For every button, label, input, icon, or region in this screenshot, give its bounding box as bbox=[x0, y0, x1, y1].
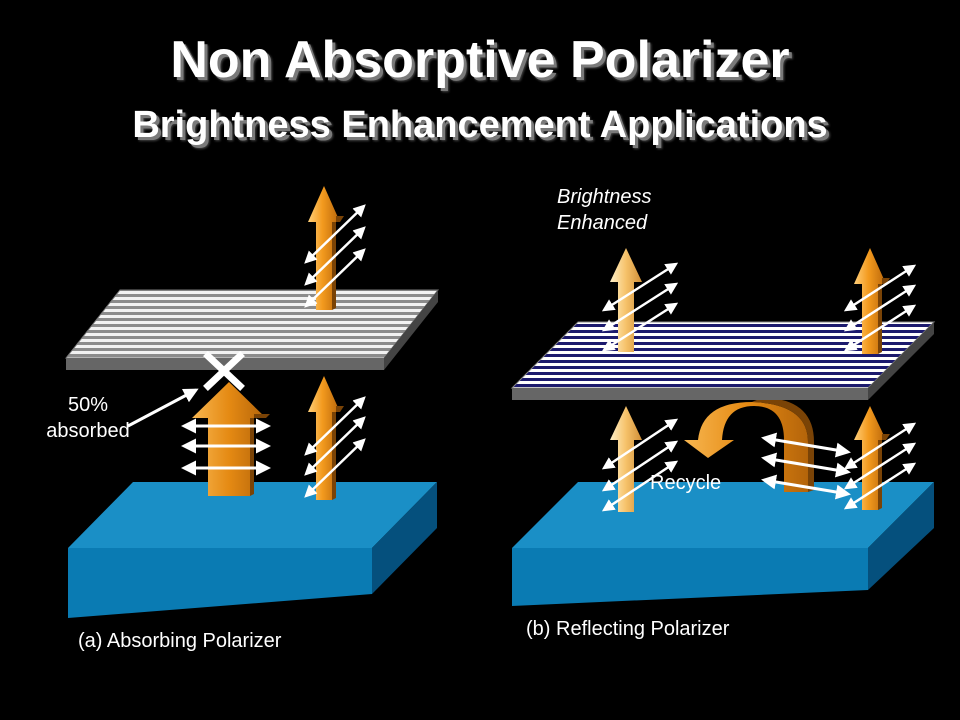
blocked-x-icon bbox=[203, 351, 245, 391]
absorbed-light-arrow bbox=[192, 382, 270, 496]
recycle-label: Recycle bbox=[650, 472, 722, 494]
caption-reflecting-polarizer: (b) Reflecting Polarizer bbox=[526, 618, 730, 640]
slide-title: Non Absorptive Polarizer bbox=[170, 31, 790, 89]
diagonal-polarization-arrows-b-upper-right bbox=[843, 264, 917, 352]
diagonal-polarization-arrows-b-upper-left bbox=[601, 262, 679, 352]
horizontal-polarization-arrows-a bbox=[181, 418, 271, 476]
diagonal-polarization-arrows-a-lower bbox=[304, 396, 366, 498]
brightness-enhanced-label: Brightness Enhanced bbox=[557, 184, 652, 236]
slide-subtitle: Brightness Enhancement Applications bbox=[132, 104, 828, 146]
horizontal-polarization-arrows-b bbox=[761, 432, 851, 500]
diagonal-polarization-arrows-b-lower-left bbox=[601, 418, 679, 512]
brightness-enhanced-line2: Enhanced bbox=[557, 212, 648, 234]
brightness-enhanced-line1: Brightness bbox=[557, 186, 652, 208]
absorbed-label-line1: 50% bbox=[67, 394, 109, 416]
recycle-arrow bbox=[684, 398, 814, 492]
diagonal-polarization-arrows-b-lower-right bbox=[843, 422, 917, 510]
substrate-block-a bbox=[68, 482, 437, 618]
absorbed-label-line2: absorbed bbox=[46, 420, 130, 442]
absorbed-label: 50% absorbed bbox=[40, 392, 136, 444]
diagonal-polarization-arrows-a-upper bbox=[304, 204, 366, 308]
caption-absorbing-polarizer: (a) Absorbing Polarizer bbox=[78, 630, 282, 652]
absorbed-pointer-arrow bbox=[127, 388, 199, 428]
absorbing-polarizer-sheet bbox=[64, 289, 440, 370]
transmitted-arrow-a-lower bbox=[308, 376, 344, 500]
